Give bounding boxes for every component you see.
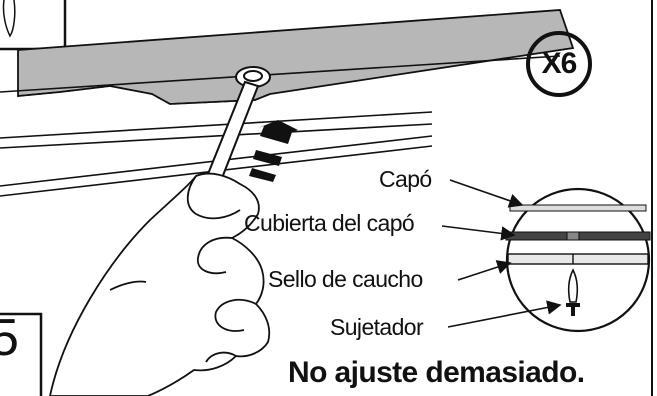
rubber-seal-leader xyxy=(457,260,512,281)
detail-cross-section xyxy=(505,187,651,333)
hand-illustration-icon xyxy=(49,172,271,396)
label-fastener: Sujetador xyxy=(330,314,424,340)
hood-layer xyxy=(509,204,647,212)
do-not-overtighten-warning: No ajuste demasiado. xyxy=(288,356,585,389)
label-hood-cover: Cubierta del capó xyxy=(244,210,415,236)
rubber-seal-layer xyxy=(507,253,649,265)
quantity-badge: X6 xyxy=(526,31,592,97)
step-number: 5 xyxy=(0,309,19,367)
label-hood: Capó xyxy=(379,166,432,192)
hood-leader xyxy=(449,179,524,208)
label-leader-lines xyxy=(441,179,562,328)
next-step-panel xyxy=(0,312,43,396)
hood-panel xyxy=(17,9,575,105)
upward-arrow-icon xyxy=(249,120,298,182)
hood-cover-dashed-edge xyxy=(17,85,271,105)
hood-cover-leader xyxy=(441,225,516,241)
rubber-seal-rails xyxy=(0,55,561,197)
fastener-clip-icon xyxy=(566,268,580,316)
fastener-leader xyxy=(447,300,562,328)
quantity-badge-text: X6 xyxy=(541,47,578,80)
label-rubber-seal: Sello de caucho xyxy=(268,266,423,292)
previous-step-panel xyxy=(0,0,67,51)
